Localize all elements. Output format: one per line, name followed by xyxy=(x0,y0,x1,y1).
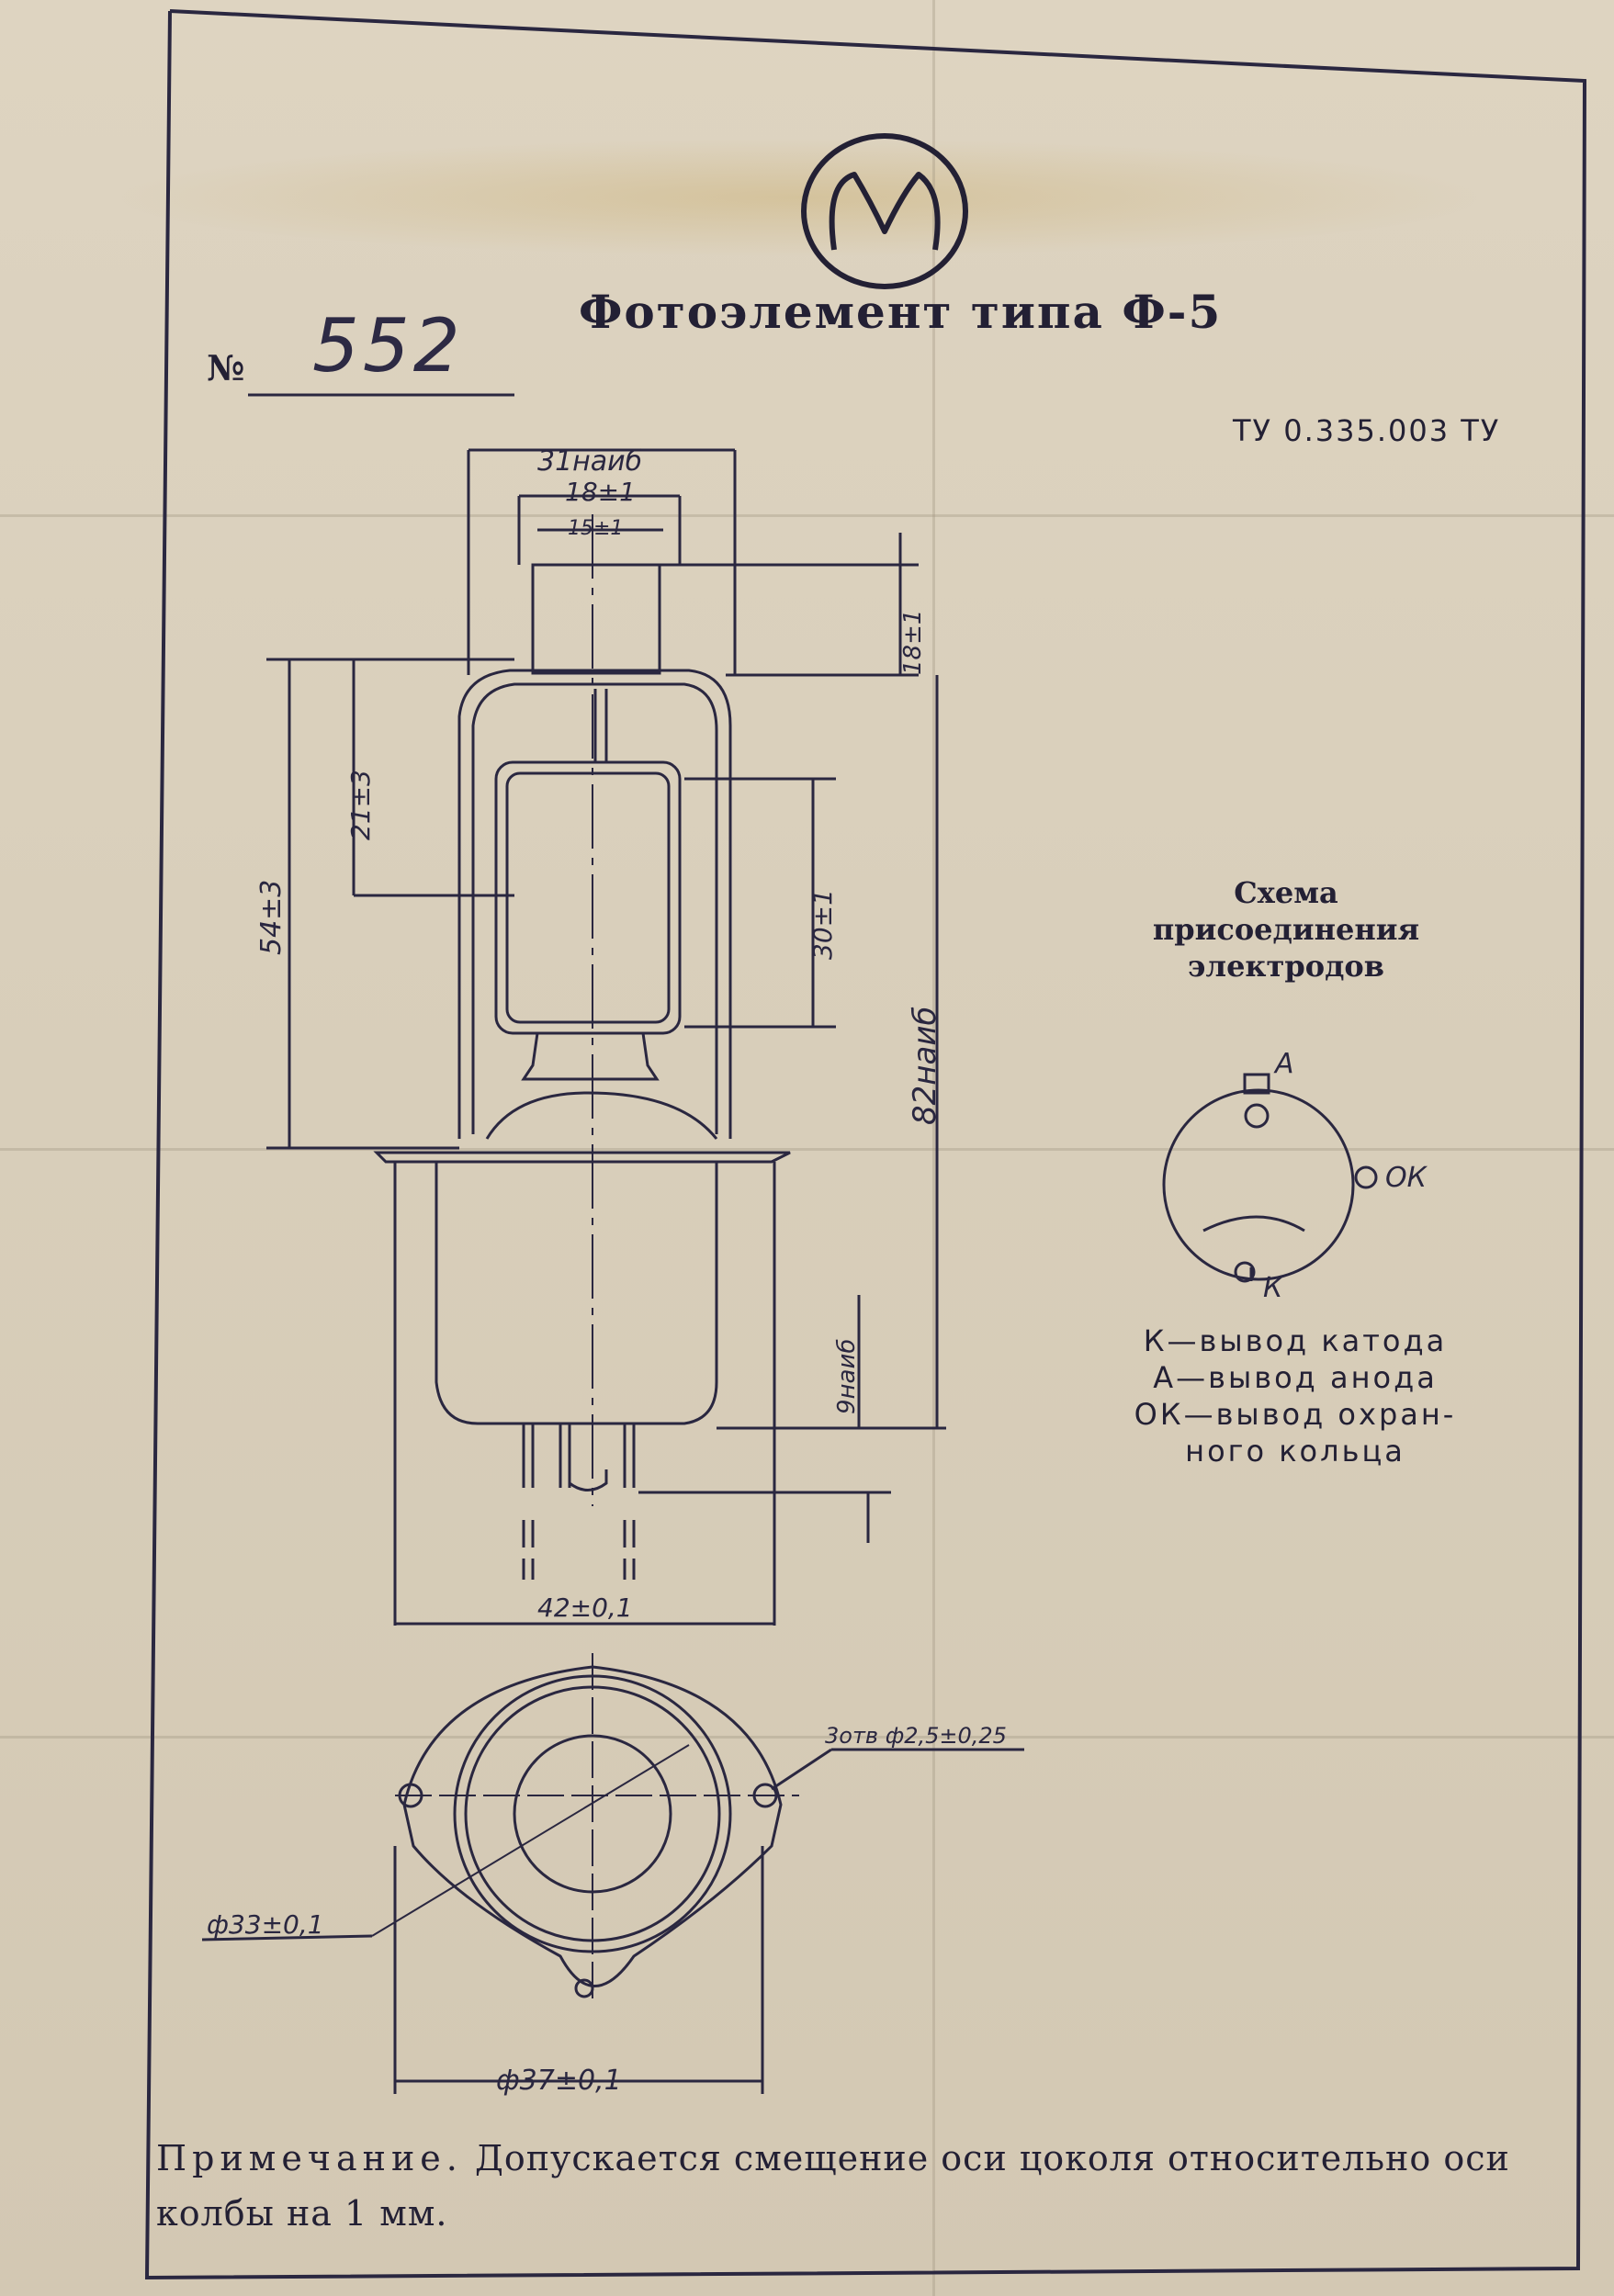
number-label: № xyxy=(207,347,245,388)
dim-inner-diameter: ф33±0,1 xyxy=(207,1909,324,1940)
schema-title-line: электродов xyxy=(1188,949,1384,984)
note-text: Допускается смещение оси цоколя относите… xyxy=(156,2138,1510,2234)
dim-top-width: 31наиб xyxy=(537,445,642,478)
paper-stain xyxy=(110,138,1488,257)
dim-cap-height: 18±1 xyxy=(899,610,927,675)
fold-line xyxy=(0,1148,1614,1151)
dim-total-height: 82наиб xyxy=(907,1007,943,1125)
dim-outer-diameter: ф37±0,1 xyxy=(496,2065,622,2097)
legend-line: ного кольца xyxy=(1185,1434,1405,1469)
schema-title: Схема присоединения электродов xyxy=(1148,874,1424,985)
dim-base-width: 42±0,1 xyxy=(537,1593,633,1623)
dim-left-total: 54±3 xyxy=(255,880,288,955)
schema-title-line: Схема xyxy=(1234,875,1338,910)
legend-line: ОК—вывод охран- xyxy=(1134,1397,1457,1432)
fold-line xyxy=(0,1736,1614,1739)
tu-code: ТУ 0.335.003 ТУ xyxy=(1233,413,1501,448)
dim-left-upper: 21±3 xyxy=(345,770,376,840)
legend-line: К—вывод катода xyxy=(1143,1323,1448,1358)
fold-line xyxy=(0,514,1614,517)
fold-line xyxy=(932,0,935,2296)
dim-top-inner: 18±1 xyxy=(565,477,636,507)
schema-legend: К—вывод катода А—вывод анода ОК—вывод ох… xyxy=(1102,1322,1488,1469)
factory-logo-m-icon xyxy=(801,133,968,289)
note-paragraph: Примечание. Допускается смещение оси цок… xyxy=(156,2131,1552,2241)
dim-base-height: 9наиб xyxy=(833,1339,861,1414)
pin-label-anode: А xyxy=(1273,1048,1294,1080)
pin-label-guard: ОК xyxy=(1385,1162,1428,1194)
dim-holes: 3отв ф2,5±0,25 xyxy=(825,1723,1007,1749)
legend-line: А—вывод анода xyxy=(1153,1360,1438,1395)
dim-top-cap: 15±1 xyxy=(568,517,623,540)
dim-inner-height: 30±1 xyxy=(807,889,838,960)
serial-number: 552 xyxy=(312,303,464,388)
pin-label-cathode: К xyxy=(1263,1272,1284,1304)
document-title: Фотоэлемент типа Ф-5 xyxy=(579,285,1223,339)
note-label: Примечание. xyxy=(156,2138,463,2178)
schema-title-line: присоединения xyxy=(1152,912,1420,947)
